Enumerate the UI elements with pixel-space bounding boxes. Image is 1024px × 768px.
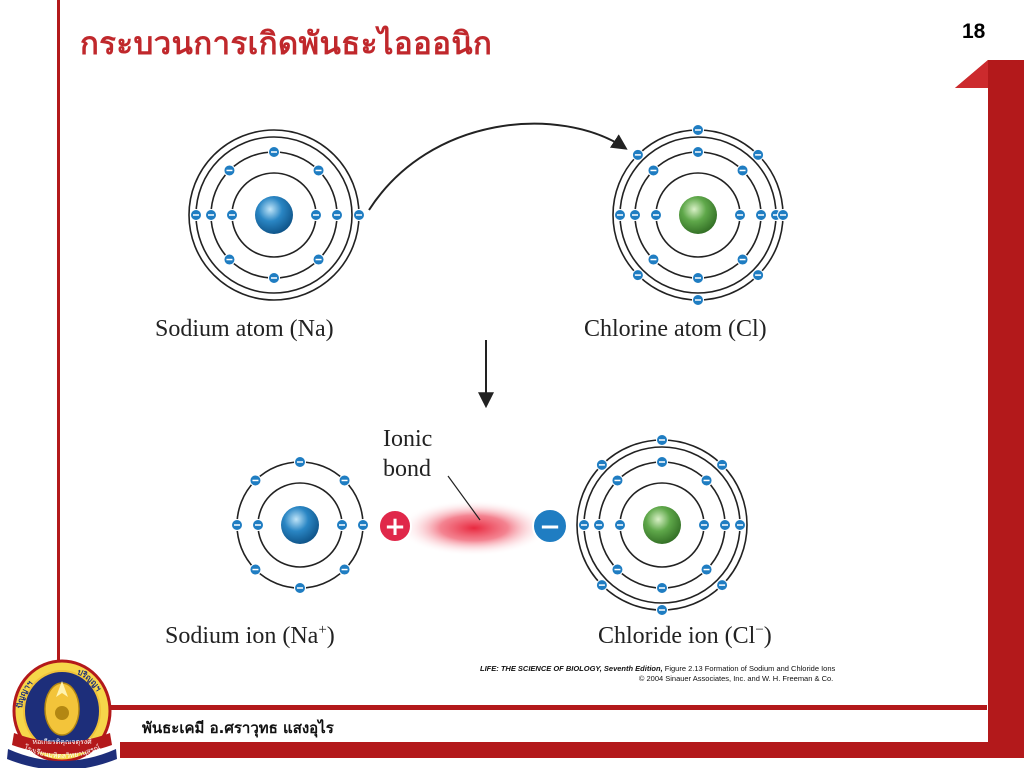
na-ion-shell2-electron-7 — [338, 474, 351, 487]
cl-ion-shell3a-electron-1 — [578, 519, 590, 531]
cl-ion-shell2-electron-7 — [700, 474, 713, 487]
na-atom-shell2-electron-1 — [312, 253, 325, 266]
electron-transfer-arrow — [368, 122, 628, 211]
cl-ion-shell3b-electron-4 — [656, 434, 668, 446]
na-atom-shell2-electron-3 — [223, 253, 236, 266]
ionic-bond-figure: + − — [188, 122, 789, 616]
na-atom-shell1-electron-0 — [310, 209, 322, 221]
cl-ion-shell3b-electron-0 — [716, 579, 729, 592]
chloride-ion-nucleus — [643, 506, 681, 544]
cl-atom-shell3b-electron-4 — [692, 124, 704, 136]
cl-ion-shell2-electron-1 — [700, 563, 713, 576]
credit-source: LIFE: THE SCIENCE OF BIOLOGY, Seventh Ed… — [480, 664, 663, 673]
chloride-ion-label-text: Chloride ion (Cl — [598, 623, 756, 649]
cation-charge: + — [378, 509, 412, 543]
na-atom-shell3-right-electron-0 — [353, 209, 365, 221]
cl-ion-shell2-electron-4 — [593, 519, 605, 531]
chlorine-atom-label: Chlorine atom (Cl) — [584, 316, 767, 342]
na-atom-shell2-electron-2 — [268, 272, 280, 284]
sodium-nucleus — [255, 196, 293, 234]
cl-atom-shell3a-electron-1 — [614, 209, 626, 221]
credit-copyright: © 2004 Sinauer Associates, Inc. and W. H… — [638, 674, 834, 683]
na-ion-shell2-electron-5 — [249, 474, 262, 487]
ionic-bond-glow — [399, 500, 549, 556]
right-band-corner — [955, 60, 988, 88]
slide-title: กระบวนการเกิดพันธะไอออนิก — [80, 26, 493, 62]
sodium-ion-nucleus — [281, 506, 319, 544]
cl-ion-shell2-electron-3 — [611, 563, 624, 576]
na-ion-shell2-electron-0 — [357, 519, 369, 531]
footer-red-bar — [120, 742, 1017, 758]
cl-ion-shell1-electron-1 — [614, 519, 626, 531]
cl-atom-shell2-electron-7 — [736, 164, 749, 177]
ionic-bond-label-line2: bond — [383, 456, 431, 482]
cl-ion-shell2-electron-5 — [611, 474, 624, 487]
cl-atom-shell3b-electron-2 — [631, 269, 644, 282]
sodium-ion-label: Sodium ion (Na+) — [165, 622, 335, 649]
anion-minus-sign: − — [539, 512, 561, 542]
cl-atom-shell3b-electron-1 — [692, 294, 704, 306]
page-number: 18 — [962, 20, 986, 43]
credit-figure-caption: Figure 2.13 Formation of Sodium and Chlo… — [662, 664, 836, 673]
cl-atom-shell2-electron-2 — [692, 272, 704, 284]
cl-atom-shell3b-electron-0 — [752, 269, 765, 282]
na-ion-shell2-electron-1 — [338, 563, 351, 576]
cl-ion-shell3a-electron-0 — [734, 519, 746, 531]
cation-plus-sign: + — [384, 512, 406, 542]
cl-ion-shell2-electron-2 — [656, 582, 668, 594]
cl-atom-shell2-electron-6 — [692, 146, 704, 158]
cl-atom-shell3b-electron-6 — [777, 209, 789, 221]
na-ion-shell2-electron-6 — [294, 456, 306, 468]
na-ion-shell2-electron-2 — [294, 582, 306, 594]
na-atom-shell3-left-electron-0 — [190, 209, 202, 221]
school-emblem-logo: ปัญญาฯ ปริญูญฯ หอเกียรติคุณจตุรงศ์ โรงเร… — [7, 659, 117, 768]
cl-atom-shell2-electron-0 — [755, 209, 767, 221]
ionic-bond-label: Ionic bond — [383, 424, 432, 484]
na-atom-shell2-electron-7 — [312, 164, 325, 177]
footer-author: พันธะเคมี อ.ศราวุทธ แสงอุไร — [142, 719, 334, 737]
cl-atom-shell2-electron-4 — [629, 209, 641, 221]
anion-charge: − — [532, 508, 568, 544]
na-ion-shell1-electron-0 — [336, 519, 348, 531]
cl-atom-shell3b-electron-3 — [631, 148, 644, 161]
left-border-line — [57, 0, 60, 705]
na-ion-shell1-electron-1 — [252, 519, 264, 531]
na-atom-shell2-electron-0 — [331, 209, 343, 221]
sodium-atom-label: Sodium atom (Na) — [155, 316, 334, 342]
sodium-ion-label-text: Sodium ion (Na — [165, 623, 319, 649]
cl-ion-shell2-electron-0 — [719, 519, 731, 531]
cl-ion-shell3b-electron-2 — [595, 579, 608, 592]
cl-ion-shell1-electron-0 — [698, 519, 710, 531]
cl-ion-shell2-electron-6 — [656, 456, 668, 468]
footer-red-line — [60, 705, 987, 710]
cl-ion-shell3b-electron-5 — [716, 458, 729, 471]
na-atom-shell2-electron-5 — [223, 164, 236, 177]
cl-ion-shell3b-electron-1 — [656, 604, 668, 616]
right-red-band — [955, 60, 1024, 758]
cl-ion-shell3b-electron-3 — [595, 458, 608, 471]
cl-atom-shell3b-electron-5 — [752, 148, 765, 161]
na-ion-shell2-electron-3 — [249, 563, 262, 576]
electron-group — [190, 124, 789, 616]
chloride-ion-charge-sup: − — [755, 622, 764, 638]
cl-atom-shell1-electron-1 — [650, 209, 662, 221]
cl-atom-shell2-electron-5 — [647, 164, 660, 177]
cl-atom-shell2-electron-3 — [647, 253, 660, 266]
na-atom-shell2-electron-6 — [268, 146, 280, 158]
na-atom-shell1-electron-1 — [226, 209, 238, 221]
na-atom-shell2-electron-4 — [205, 209, 217, 221]
na-ion-shell2-electron-4 — [231, 519, 243, 531]
ionic-bond-pointer — [447, 475, 481, 521]
chloride-ion-label: Chloride ion (Cl−) — [598, 622, 772, 649]
sodium-ion-charge-sup: + — [318, 622, 327, 638]
figure-credit: LIFE: THE SCIENCE OF BIOLOGY, Seventh Ed… — [480, 664, 835, 684]
logo-ribbon-upper-text: หอเกียรติคุณจตุรงศ์ — [32, 738, 92, 746]
chlorine-nucleus — [679, 196, 717, 234]
cl-atom-shell1-electron-0 — [734, 209, 746, 221]
ionic-bond-label-line1: Ionic — [383, 426, 433, 452]
cl-atom-shell2-electron-1 — [736, 253, 749, 266]
